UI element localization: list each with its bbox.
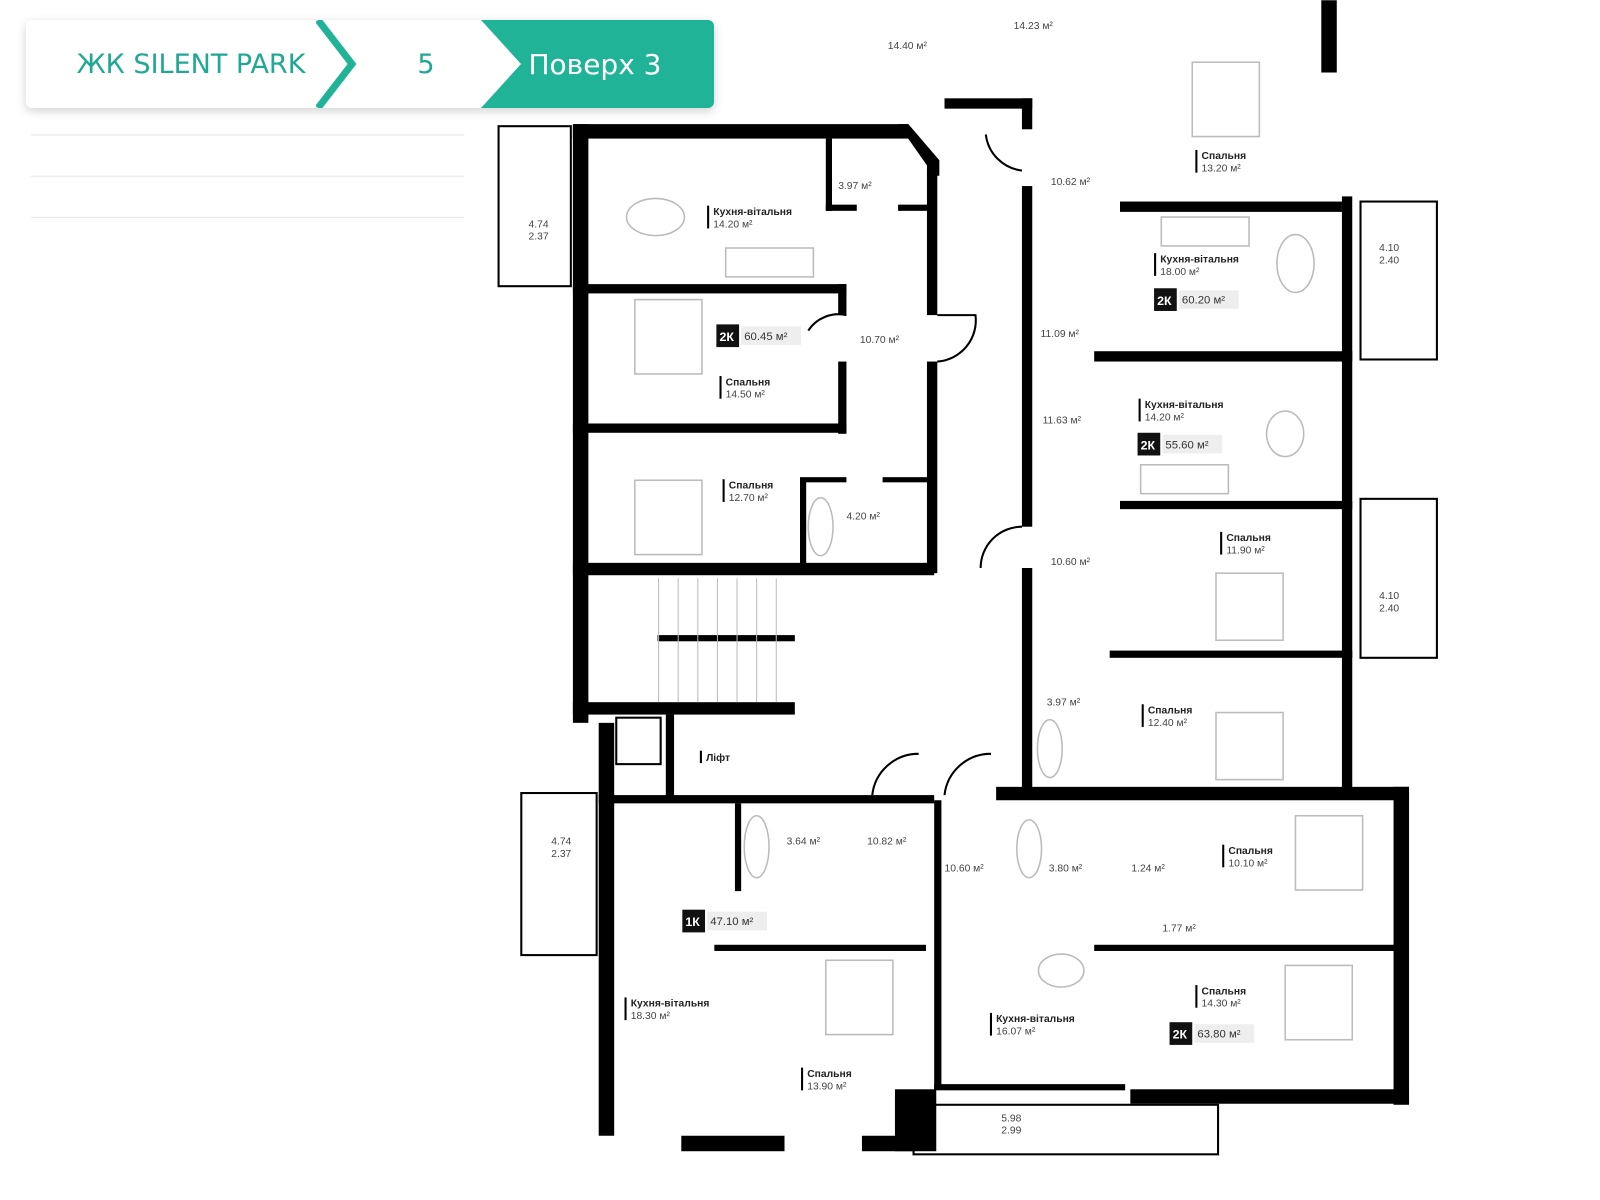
svg-text:14.30 м²: 14.30 м² [1202, 999, 1242, 1010]
svg-text:1.24 м²: 1.24 м² [1131, 863, 1165, 874]
svg-text:11.90 м²: 11.90 м² [1226, 546, 1265, 557]
svg-text:4.102.40: 4.102.40 [1379, 243, 1399, 266]
svg-text:Спальня: Спальня [1226, 533, 1271, 544]
area-labels: 3.97 м² 10.70 м² 4.20 м² 10.62 м² 11.09 … [787, 21, 1197, 934]
breadcrumb-complex[interactable]: ЖК SILENT PARK [76, 48, 306, 80]
svg-text:5.982.99: 5.982.99 [1001, 1113, 1021, 1136]
walls [572, 0, 1410, 1152]
svg-text:63.80 м²: 63.80 м² [1197, 1029, 1240, 1041]
svg-text:14.40 м²: 14.40 м² [888, 41, 928, 52]
svg-text:12.40 м²: 12.40 м² [1148, 718, 1188, 729]
apartment-badge[interactable]: 2К 60.20 м² [1154, 288, 1239, 311]
breadcrumb-floor[interactable]: Поверх 3 [528, 47, 662, 81]
svg-text:16.07 м²: 16.07 м² [996, 1027, 1036, 1038]
chevron-right-icon [316, 20, 357, 108]
svg-text:14.20 м²: 14.20 м² [1145, 412, 1185, 423]
svg-text:4.742.37: 4.742.37 [529, 219, 549, 242]
room-label: Спальня 14.50 м² [719, 376, 770, 401]
svg-text:55.60 м²: 55.60 м² [1165, 439, 1208, 451]
room-label: Кухня-вітальня 16.07 м² [989, 1012, 1075, 1038]
svg-text:3.64 м²: 3.64 м² [787, 837, 821, 848]
svg-text:10.70 м²: 10.70 м² [860, 335, 900, 346]
svg-text:4.20 м²: 4.20 м² [846, 511, 880, 522]
svg-text:60.20 м²: 60.20 м² [1182, 295, 1225, 307]
apartment-badge[interactable]: 2К 63.80 м² [1169, 1022, 1255, 1045]
stairs [658, 578, 777, 703]
svg-text:18.00 м²: 18.00 м² [1160, 267, 1200, 278]
svg-text:Кухня-вітальня: Кухня-вітальня [631, 999, 710, 1010]
svg-text:14.23 м²: 14.23 м² [1014, 21, 1054, 32]
apartment-badge[interactable]: 1К 47.10 м² [682, 909, 767, 933]
room-label: Спальня 13.20 м² [1195, 149, 1247, 175]
svg-text:10.60 м²: 10.60 м² [945, 863, 985, 874]
svg-text:Кухня-вітальня: Кухня-вітальня [996, 1014, 1075, 1025]
svg-text:1.77 м²: 1.77 м² [1162, 923, 1196, 934]
svg-text:2К: 2К [1173, 1028, 1188, 1042]
svg-text:14.50 м²: 14.50 м² [726, 390, 766, 401]
svg-text:18.30 м²: 18.30 м² [631, 1011, 671, 1022]
svg-text:11.09 м²: 11.09 м² [1041, 329, 1080, 340]
svg-text:3.80 м²: 3.80 м² [1049, 863, 1083, 874]
lift-label: Ліфт [706, 752, 730, 764]
svg-text:Спальня: Спальня [726, 377, 771, 388]
furniture [625, 61, 1364, 1041]
svg-text:Спальня: Спальня [807, 1069, 852, 1080]
breadcrumb: ЖК SILENT PARK 5 Поверх 3 [26, 20, 714, 108]
svg-text:Спальня: Спальня [1228, 846, 1273, 857]
svg-text:2К: 2К [1141, 438, 1156, 452]
svg-text:10.60 м²: 10.60 м² [1051, 557, 1091, 568]
svg-text:10.10 м²: 10.10 м² [1228, 858, 1268, 869]
dotted-background [30, 134, 465, 219]
svg-text:Спальня: Спальня [1202, 151, 1247, 162]
room-label: Спальня 11.90 м² [1220, 531, 1271, 557]
svg-text:3.97 м²: 3.97 м² [838, 181, 872, 192]
svg-text:4.742.37: 4.742.37 [551, 837, 571, 860]
svg-text:10.82 м²: 10.82 м² [867, 837, 907, 848]
doors [807, 134, 1023, 796]
svg-text:11.63 м²: 11.63 м² [1043, 415, 1082, 426]
svg-text:10.62 м²: 10.62 м² [1051, 177, 1091, 188]
svg-text:13.90 м²: 13.90 м² [807, 1081, 847, 1092]
svg-text:13.20 м²: 13.20 м² [1202, 164, 1242, 175]
svg-text:14.20 м²: 14.20 м² [713, 219, 753, 230]
svg-text:3.97 м²: 3.97 м² [1047, 697, 1081, 708]
svg-text:2К: 2К [1157, 294, 1172, 308]
svg-text:4.102.40: 4.102.40 [1379, 591, 1399, 614]
room-label: Кухня-вітальня 18.00 м² [1154, 253, 1239, 278]
svg-text:12.70 м²: 12.70 м² [729, 493, 769, 504]
room-label: Спальня 14.30 м² [1195, 985, 1246, 1010]
svg-text:Спальня: Спальня [729, 481, 774, 492]
svg-text:Спальня: Спальня [1202, 986, 1247, 997]
svg-text:Кухня-вітальня: Кухня-вітальня [1160, 254, 1239, 265]
breadcrumb-section[interactable]: 5 [417, 48, 435, 80]
svg-text:Спальня: Спальня [1148, 706, 1193, 717]
svg-text:Кухня-вітальня: Кухня-вітальня [713, 207, 792, 218]
svg-text:2К: 2К [719, 330, 734, 344]
lift-shaft [615, 716, 662, 766]
svg-text:Кухня-вітальня: Кухня-вітальня [1145, 400, 1224, 411]
svg-text:47.10 м²: 47.10 м² [710, 916, 753, 928]
svg-text:60.45 м²: 60.45 м² [744, 331, 787, 343]
apartment-badge[interactable]: 2К 55.60 м² [1137, 432, 1223, 456]
svg-text:1К: 1К [685, 915, 700, 929]
apartment-badge[interactable]: 2К 60.45 м² [716, 324, 802, 348]
